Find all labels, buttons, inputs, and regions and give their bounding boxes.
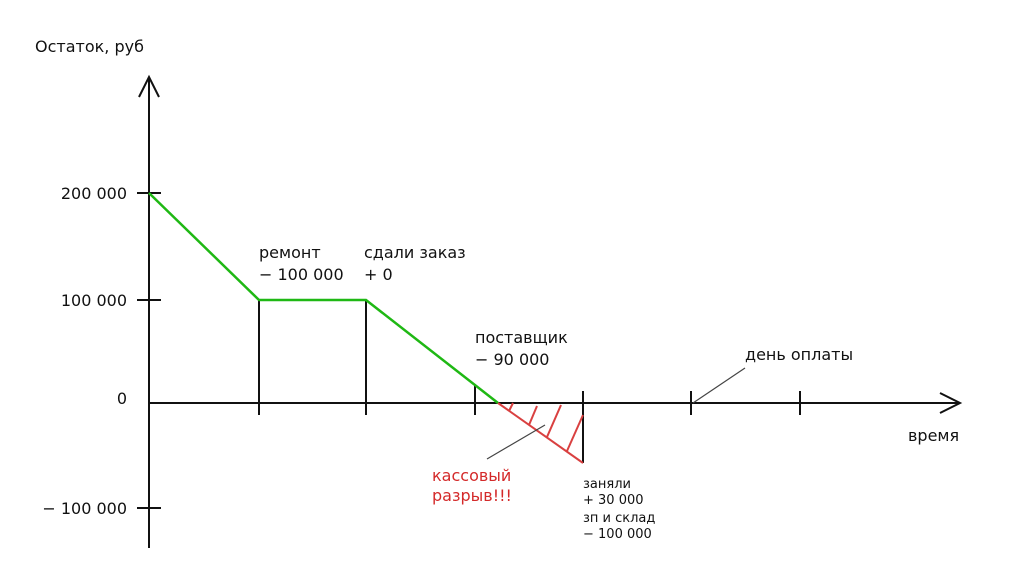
gap-line bbox=[497, 402, 584, 464]
repair-amount: − 100 000 bbox=[259, 265, 344, 284]
hatch bbox=[566, 414, 584, 452]
y-tick-label: 200 000 bbox=[61, 184, 127, 203]
cash-gap-area bbox=[497, 402, 584, 464]
hatch bbox=[528, 405, 538, 426]
x-axis-label: время bbox=[908, 426, 959, 445]
loan-label: заняли bbox=[583, 477, 631, 492]
supplier-amount: − 90 000 bbox=[475, 350, 549, 369]
cash-gap-label: кассовый bbox=[432, 466, 511, 485]
axes bbox=[137, 74, 963, 548]
y-tick-label: − 100 000 bbox=[42, 499, 127, 518]
payday-label: день оплаты bbox=[745, 345, 853, 364]
y-tick-label: 0 bbox=[117, 389, 127, 408]
salary-stock-label: зп и склад bbox=[583, 511, 655, 526]
x-axis-arrow bbox=[939, 392, 963, 414]
cash-gap-label: разрыв!!! bbox=[432, 486, 512, 505]
y-tick-label: 100 000 bbox=[61, 291, 127, 310]
cash-gap-leader bbox=[486, 424, 546, 460]
order-amount: + 0 bbox=[364, 265, 393, 284]
payday-leader bbox=[692, 367, 746, 404]
supplier-label: поставщик bbox=[475, 328, 568, 347]
balance-line bbox=[148, 192, 499, 404]
hatch bbox=[508, 402, 514, 412]
y-axis-label: Остаток, руб bbox=[35, 37, 144, 56]
y-axis-arrow bbox=[138, 74, 160, 98]
salary-stock-amount: − 100 000 bbox=[583, 527, 652, 542]
order-label: сдали заказ bbox=[364, 243, 466, 262]
loan-amount: + 30 000 bbox=[583, 493, 644, 508]
repair-label: ремонт bbox=[259, 243, 321, 262]
hatch bbox=[546, 404, 562, 438]
